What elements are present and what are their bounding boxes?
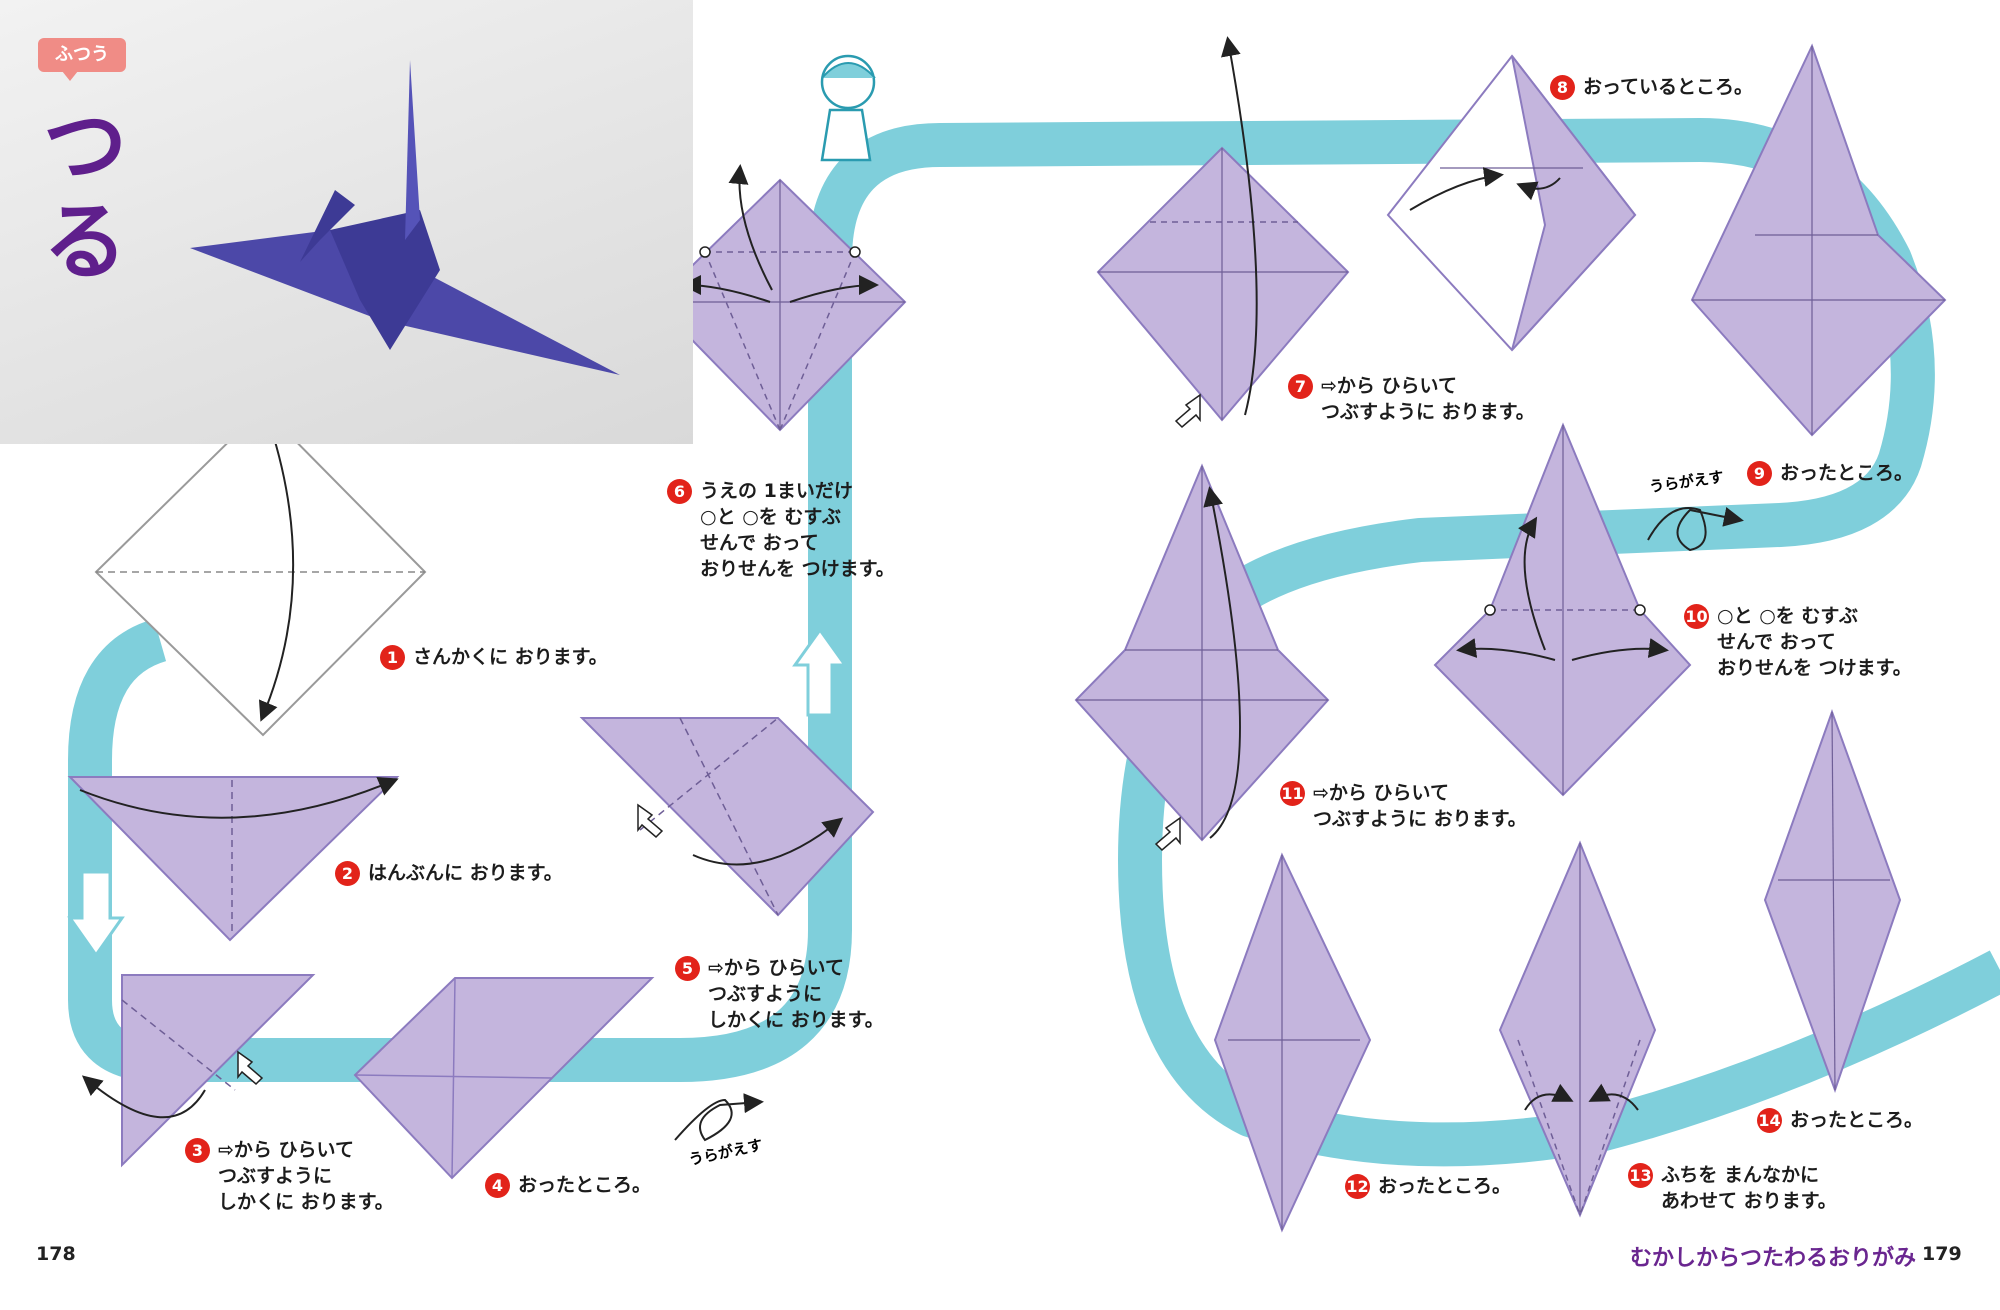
finger-pointer-icon (1174, 393, 1201, 429)
step-caption-7: 7⇨から ひらいて つぶすように おります。 (1288, 373, 1535, 425)
fold-diagram-11 (1074, 463, 1330, 852)
finger-pointer-icon (237, 1050, 264, 1086)
step-caption-10: 10○と ○を むすぶ せんで おって おりせんを つけます。 (1684, 604, 1912, 679)
fold-diagram-13 (1498, 840, 1657, 1218)
difficulty-badge: ふつう (38, 38, 126, 81)
page-title: つる (42, 97, 127, 291)
flip-loop-icon (674, 1093, 764, 1142)
page-number-left: 178 (36, 1243, 76, 1265)
finger-pointer-icon (1154, 816, 1181, 852)
flip-loop-icon (1647, 507, 1744, 552)
path-band (68, 118, 2000, 1167)
crane-photo: ふつう つる (0, 0, 693, 444)
fold-diagram-8 (1386, 54, 1637, 352)
direction-arrow-icon (792, 627, 848, 717)
fold-diagram-14 (1763, 709, 1902, 1093)
fold-diagram-4 (353, 977, 655, 1180)
finger-pointer-icon (637, 803, 664, 839)
fold-diagram-7 (1096, 36, 1350, 429)
fold-diagram-6 (653, 164, 907, 432)
fold-diagram-9 (1690, 43, 1947, 437)
flip-label-2: うらがえす (1648, 468, 1725, 496)
series-title: むかしからつたわるおりがみ (1630, 1246, 1917, 1271)
fold-diagram-10 (1433, 422, 1692, 797)
child-mascot-icon (820, 54, 876, 162)
page-number-right: 179 (1922, 1243, 1962, 1265)
fold-diagram-3 (81, 974, 316, 1168)
step-caption-5: 5⇨から ひらいて つぶすように しかくに おります。 (675, 955, 884, 1033)
step-caption-3: 3⇨から ひらいて つぶすように しかくに おります。 (185, 1137, 394, 1215)
fold-diagram-2 (67, 776, 400, 942)
crane-tail-shape (300, 190, 355, 262)
direction-arrow-icon (67, 870, 125, 958)
flip-label-1: うらがえす (687, 1136, 764, 1169)
fold-diagram-12 (1213, 852, 1372, 1233)
step-caption-11: 11⇨から ひらいて つぶすように おります。 (1280, 781, 1527, 830)
fold-diagram-5 (579, 717, 875, 917)
fold-diagram-1 (94, 406, 427, 737)
crane-neck-shape (405, 60, 420, 240)
crane-body-shape (330, 210, 440, 350)
